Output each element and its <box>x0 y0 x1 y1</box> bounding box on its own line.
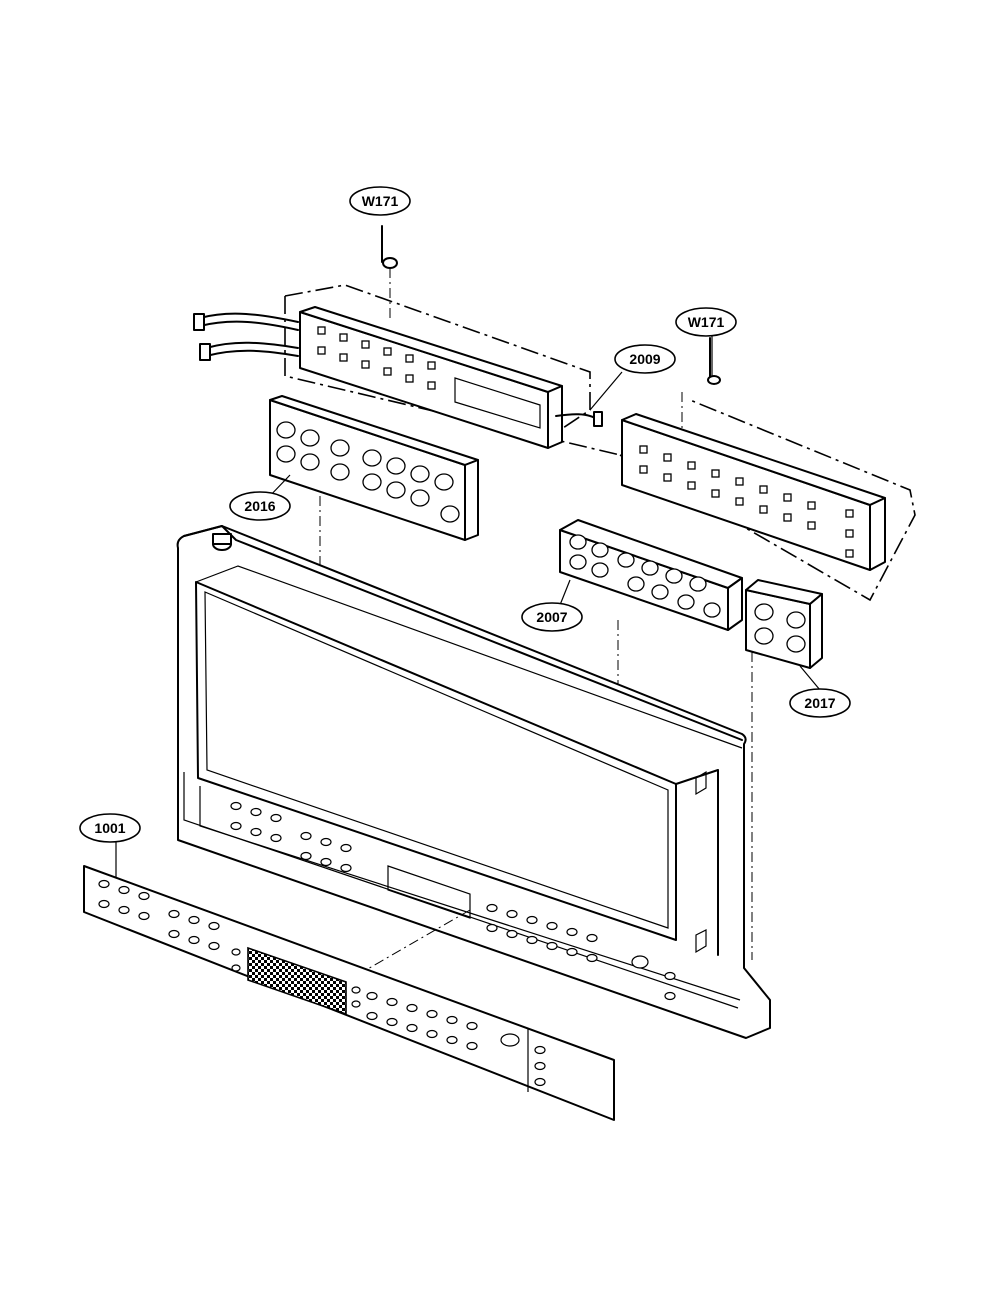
pcb-right-buttons <box>639 445 854 558</box>
holder-2007-keys <box>569 534 721 618</box>
callout-w171-right-label: W171 <box>688 314 725 330</box>
callout-1001-label: 1001 <box>94 820 125 836</box>
callout-2009: 2009 <box>614 344 676 374</box>
callout-1001: 1001 <box>79 813 141 843</box>
display-window <box>247 946 347 1016</box>
callout-w171-top: W171 <box>349 186 411 216</box>
callout-2016-label: 2016 <box>244 498 275 514</box>
control-pcb-right <box>619 337 916 602</box>
callout-2007-label: 2007 <box>536 609 567 625</box>
button-holder-2007 <box>559 519 743 690</box>
callout-2017-label: 2017 <box>804 695 835 711</box>
callout-2017: 2017 <box>789 688 851 718</box>
holder-2016-keys <box>276 421 460 523</box>
button-holder-2017 <box>745 579 823 960</box>
callout-2016: 2016 <box>229 491 291 521</box>
control-pcb-left <box>193 225 621 456</box>
leader-lines <box>115 335 821 878</box>
control-panel-overlay-1001 <box>83 865 615 1121</box>
callout-2007: 2007 <box>521 602 583 632</box>
pcb-left-buttons <box>317 326 436 390</box>
callout-w171-top-label: W171 <box>362 193 399 209</box>
screw-w171-top <box>381 225 398 318</box>
overlay-keypad-holes <box>98 879 546 1087</box>
button-holder-2016 <box>269 395 479 780</box>
callout-w171-right: W171 <box>675 307 737 337</box>
wire-harness <box>193 312 603 427</box>
callout-2009-label: 2009 <box>629 351 660 367</box>
frame-keypad-holes <box>230 801 676 1001</box>
screw-w171-right <box>681 337 721 430</box>
door-frame <box>176 525 771 1039</box>
